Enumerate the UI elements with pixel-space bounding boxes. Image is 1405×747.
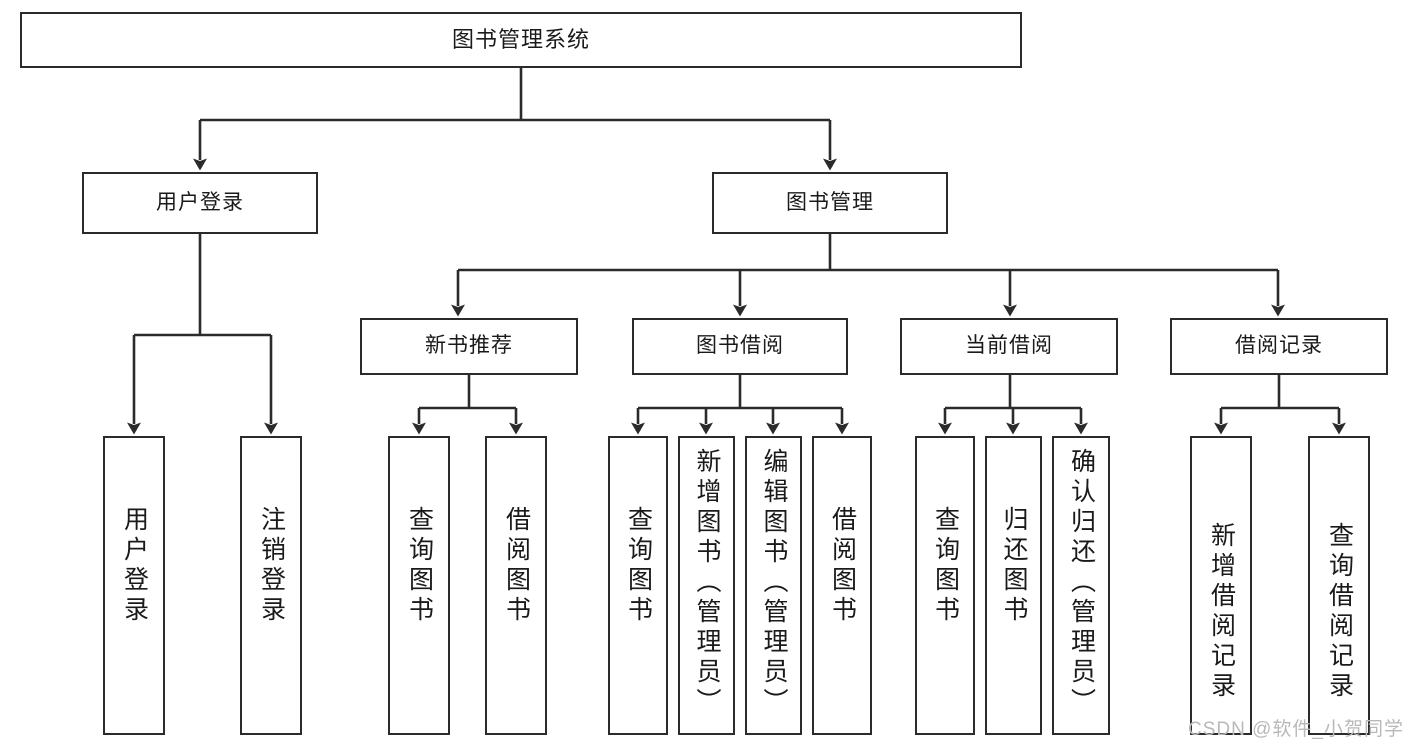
node-book-manage-label: 图书管理	[786, 190, 874, 214]
node-leaf-add-record[interactable]: 新增借阅记录	[1190, 436, 1252, 735]
node-leaf-add-book-label: 新增图书（管理员）	[693, 448, 721, 718]
node-leaf-edit-book-label: 编辑图书（管理员）	[760, 448, 788, 718]
node-leaf-borrow-book-rec[interactable]: 借阅图书	[485, 436, 547, 735]
node-leaf-query-book-rec[interactable]: 查询图书	[388, 436, 450, 735]
node-new-book-rec-label: 新书推荐	[425, 334, 513, 358]
node-leaf-user-login[interactable]: 用户登录	[103, 436, 165, 735]
node-book-borrow-label: 图书借阅	[696, 334, 784, 358]
node-leaf-confirm-return-label: 确认归还（管理员）	[1067, 448, 1096, 718]
node-user-login[interactable]: 用户登录	[82, 172, 318, 234]
node-leaf-query-book-cur[interactable]: 查询图书	[915, 436, 975, 735]
node-leaf-borrow-book-bor[interactable]: 借阅图书	[812, 436, 872, 735]
node-leaf-query-book-bor[interactable]: 查询图书	[608, 436, 668, 735]
node-leaf-confirm-return[interactable]: 确认归还（管理员）	[1052, 436, 1110, 735]
node-leaf-add-record-label: 新增借阅记录	[1207, 522, 1236, 702]
node-leaf-query-book-rec-label: 查询图书	[405, 506, 434, 626]
node-borrow-record-label: 借阅记录	[1235, 334, 1323, 358]
node-leaf-borrow-book-rec-label: 借阅图书	[502, 506, 531, 626]
node-leaf-query-record-label: 查询借阅记录	[1325, 522, 1354, 702]
node-leaf-query-book-cur-label: 查询图书	[931, 506, 960, 626]
node-leaf-edit-book[interactable]: 编辑图书（管理员）	[745, 436, 802, 735]
node-leaf-return-book-label: 归还图书	[1000, 506, 1028, 626]
node-user-login-label: 用户登录	[156, 190, 244, 214]
csdn-watermark: CSDN @软件_小贺同学	[1188, 719, 1404, 740]
node-current-borrow[interactable]: 当前借阅	[900, 318, 1118, 375]
node-leaf-user-login-label: 用户登录	[120, 506, 149, 626]
node-current-borrow-label: 当前借阅	[965, 334, 1053, 358]
node-new-book-rec[interactable]: 新书推荐	[360, 318, 578, 375]
node-leaf-borrow-book-bor-label: 借阅图书	[828, 506, 857, 626]
node-root[interactable]: 图书管理系统	[20, 12, 1022, 68]
node-leaf-query-book-bor-label: 查询图书	[624, 506, 653, 626]
node-borrow-record[interactable]: 借阅记录	[1170, 318, 1388, 375]
node-leaf-logout[interactable]: 注销登录	[240, 436, 302, 735]
node-leaf-logout-label: 注销登录	[257, 506, 286, 626]
node-leaf-add-book[interactable]: 新增图书（管理员）	[678, 436, 735, 735]
node-book-borrow[interactable]: 图书借阅	[632, 318, 848, 375]
node-book-manage[interactable]: 图书管理	[712, 172, 948, 234]
node-leaf-query-record[interactable]: 查询借阅记录	[1308, 436, 1370, 735]
node-leaf-return-book[interactable]: 归还图书	[985, 436, 1042, 735]
node-root-label: 图书管理系统	[451, 27, 590, 53]
